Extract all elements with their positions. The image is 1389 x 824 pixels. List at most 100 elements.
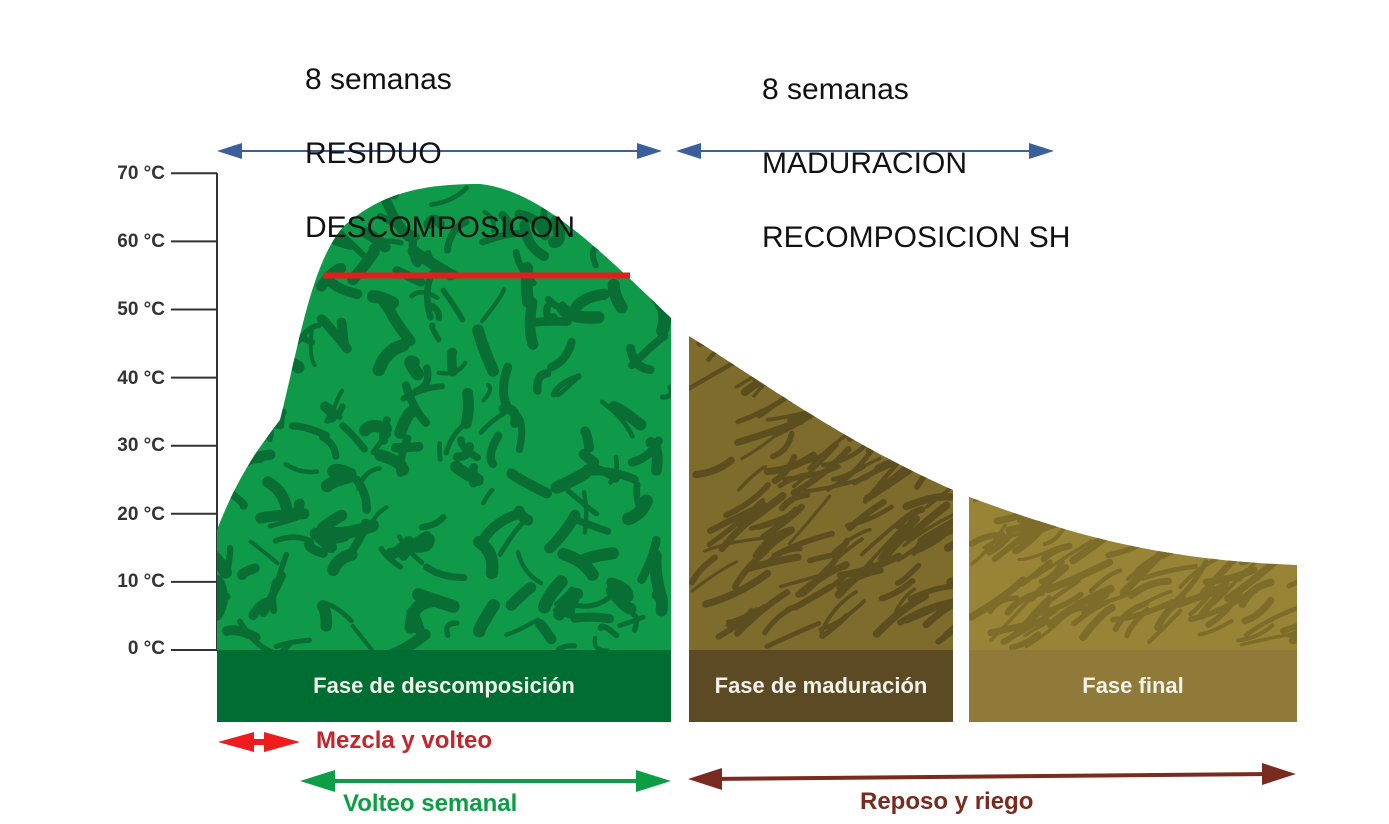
texture-mark bbox=[1042, 525, 1066, 547]
texture-mark bbox=[412, 364, 432, 395]
texture-mark bbox=[1248, 503, 1285, 517]
texture-mark bbox=[217, 575, 228, 621]
texture-mark bbox=[910, 419, 953, 446]
texture-mark bbox=[498, 362, 513, 411]
texture-mark bbox=[969, 576, 1027, 621]
texture-mark bbox=[935, 372, 953, 408]
texture-mark bbox=[290, 498, 305, 521]
texture-mark bbox=[1175, 584, 1224, 605]
texture-mark bbox=[472, 599, 500, 638]
top-left-line2: RESIDUO bbox=[305, 137, 442, 170]
texture-mark bbox=[1289, 603, 1297, 645]
texture-mark bbox=[1009, 631, 1042, 650]
texture-mark bbox=[707, 501, 768, 535]
texture-mark bbox=[943, 511, 953, 552]
texture-mark bbox=[625, 184, 660, 188]
texture-mark bbox=[1140, 515, 1183, 543]
texture-mark bbox=[325, 276, 363, 300]
texture-mark bbox=[942, 609, 953, 639]
texture-mark bbox=[607, 278, 628, 314]
texture-mark bbox=[807, 336, 851, 355]
texture-mark bbox=[786, 336, 851, 351]
texture-mark bbox=[919, 336, 953, 370]
texture-mark bbox=[524, 297, 539, 350]
texture-mark bbox=[902, 492, 953, 511]
texture-mark bbox=[922, 602, 953, 629]
y-tick-50: 50 °C bbox=[117, 299, 165, 320]
texture-mark bbox=[538, 575, 568, 614]
y-tick-70: 70 °C bbox=[117, 163, 165, 184]
texture-mark bbox=[580, 426, 594, 453]
texture-mark bbox=[423, 214, 445, 230]
texture-mark bbox=[1243, 601, 1297, 638]
texture-mark bbox=[576, 547, 619, 567]
texture-mark bbox=[897, 395, 922, 425]
texture-mark bbox=[217, 540, 232, 579]
volteo-label: Volteo semanal bbox=[343, 790, 518, 817]
texture-mark bbox=[220, 359, 241, 417]
phase-label-final: Fase final bbox=[1082, 673, 1184, 698]
y-axis-ticks bbox=[171, 172, 217, 651]
texture-mark bbox=[846, 414, 873, 442]
texture-mark bbox=[221, 625, 261, 643]
texture-mark bbox=[1236, 623, 1275, 643]
texture-mark bbox=[514, 209, 550, 241]
texture-mark bbox=[249, 227, 272, 240]
texture-mark bbox=[436, 441, 443, 462]
texture-mark bbox=[896, 336, 947, 353]
texture-mark bbox=[920, 372, 953, 401]
texture-mark bbox=[228, 350, 258, 385]
texture-mark bbox=[1181, 497, 1220, 507]
texture-mark bbox=[1124, 607, 1151, 639]
texture-mark bbox=[1286, 568, 1297, 589]
texture-mark bbox=[568, 288, 610, 317]
texture-mark bbox=[1024, 600, 1080, 649]
texture-mark bbox=[265, 642, 293, 650]
texture-mark bbox=[339, 422, 368, 453]
texture-mark bbox=[460, 387, 474, 429]
texture-mark bbox=[1150, 512, 1212, 532]
texture-mark bbox=[597, 623, 620, 639]
texture-mark bbox=[473, 535, 499, 580]
texture-mark bbox=[346, 518, 370, 557]
texture-mark bbox=[1028, 564, 1070, 602]
texture-mark bbox=[372, 338, 410, 377]
texture-mark bbox=[820, 442, 869, 468]
y-tick-0: 0 °C bbox=[127, 638, 165, 659]
texture-mark bbox=[472, 324, 499, 377]
texture-mark bbox=[219, 317, 237, 356]
texture-mark bbox=[898, 336, 953, 367]
texture-mark bbox=[923, 384, 953, 430]
texture-mark bbox=[696, 336, 768, 347]
texture-mark bbox=[813, 537, 865, 583]
texture-mark bbox=[498, 210, 514, 235]
texture-mark bbox=[752, 355, 798, 398]
texture-mark bbox=[535, 619, 557, 645]
texture-mark bbox=[611, 184, 636, 193]
texture-mark bbox=[329, 388, 345, 421]
texture-mark bbox=[443, 218, 470, 254]
texture-mark bbox=[645, 437, 663, 476]
texture-mark bbox=[248, 539, 280, 566]
texture-mark bbox=[1238, 547, 1272, 566]
texture-mark bbox=[404, 355, 425, 381]
texture-mark bbox=[257, 228, 266, 245]
texture-mark bbox=[478, 410, 507, 435]
texture-mark bbox=[480, 487, 495, 506]
texture-mark bbox=[480, 287, 507, 324]
texture-mark bbox=[740, 357, 801, 397]
texture-mark bbox=[1033, 539, 1093, 579]
y-tick-20: 20 °C bbox=[117, 504, 165, 525]
texture-mark bbox=[882, 401, 923, 428]
texture-mark bbox=[941, 420, 953, 444]
texture-mark bbox=[878, 578, 916, 602]
texture-mark bbox=[736, 336, 781, 354]
duration-arrow-left bbox=[217, 143, 662, 159]
texture-mark bbox=[555, 375, 581, 398]
texture-mark bbox=[638, 247, 654, 276]
texture-mark bbox=[520, 261, 534, 308]
texture-mark bbox=[825, 353, 869, 377]
texture-mark bbox=[564, 592, 580, 618]
texture-mark bbox=[605, 584, 637, 615]
